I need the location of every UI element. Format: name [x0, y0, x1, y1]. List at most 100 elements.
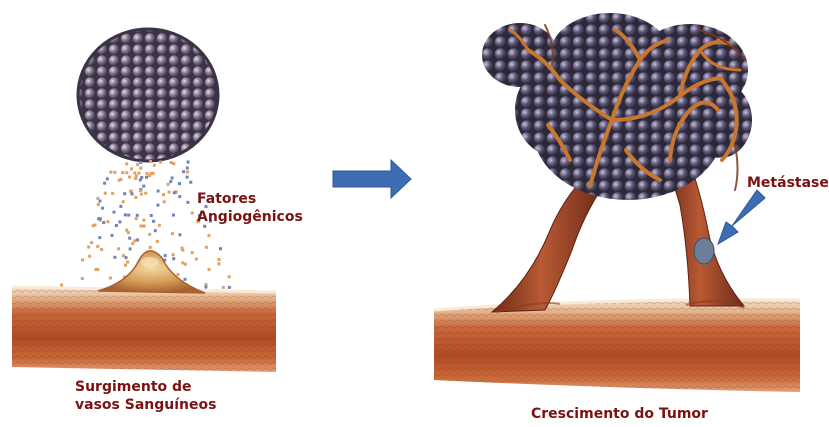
metastasis-label: Metástase	[747, 174, 829, 192]
factor-particle	[171, 232, 174, 235]
left-blood-vessel	[12, 287, 276, 372]
factor-particle	[126, 261, 129, 264]
factor-particle	[173, 191, 176, 194]
factor-particle	[184, 263, 187, 266]
diagonal-arrow-icon	[718, 190, 765, 244]
factor-particle	[142, 185, 145, 188]
factor-particle	[219, 247, 222, 250]
factor-particle	[125, 162, 128, 165]
factor-particle	[178, 233, 181, 236]
factor-particle	[118, 179, 121, 182]
factor-particle	[109, 171, 112, 174]
factor-particle	[182, 170, 185, 173]
factor-particle	[207, 234, 210, 237]
factor-particle	[142, 219, 145, 222]
factor-particle	[81, 258, 84, 261]
factor-particle	[189, 181, 192, 184]
factor-particle	[159, 161, 162, 164]
factor-particle	[134, 177, 137, 180]
factor-particle	[104, 192, 107, 195]
factor-particle	[177, 273, 180, 276]
factor-particle	[187, 161, 190, 164]
factor-particle	[111, 192, 114, 195]
factor-particle	[181, 247, 184, 250]
factor-particle	[121, 171, 124, 174]
factor-particle	[139, 161, 142, 164]
factor-particle	[106, 220, 109, 223]
factor-particle	[169, 180, 172, 183]
factor-particle	[217, 262, 220, 265]
factor-particle	[127, 214, 130, 217]
factor-particle	[125, 229, 128, 232]
factor-particle	[90, 241, 93, 244]
factor-particle	[113, 171, 116, 174]
factor-particle	[97, 217, 100, 220]
factor-particle	[143, 225, 146, 228]
factor-particle	[153, 164, 156, 167]
factor-particle	[146, 172, 149, 175]
factor-particle	[134, 196, 137, 199]
factor-particle	[122, 200, 125, 203]
factor-particle	[178, 182, 181, 185]
factor-particle	[168, 191, 171, 194]
factor-particle	[222, 286, 225, 289]
factor-particle	[98, 236, 101, 239]
factor-particle	[204, 286, 207, 289]
factor-particle	[137, 172, 140, 175]
right-arrow-icon	[333, 160, 411, 198]
factor-particle	[195, 258, 198, 261]
factor-particle	[96, 245, 99, 248]
factor-particle	[228, 275, 231, 278]
factor-particle	[191, 251, 194, 254]
factor-particle	[136, 214, 139, 217]
factor-particle	[129, 247, 132, 250]
factor-particle	[186, 201, 189, 204]
factor-particle	[140, 193, 143, 196]
factor-particle	[218, 258, 221, 261]
factor-particle	[228, 286, 231, 289]
small-tumor-cluster	[78, 29, 218, 161]
factor-particle	[171, 177, 174, 180]
factor-particle	[87, 246, 90, 249]
factor-particle	[145, 176, 148, 179]
factor-particle	[172, 214, 175, 217]
factor-particle	[186, 167, 189, 170]
factor-particle	[133, 172, 136, 175]
factor-particle	[163, 200, 166, 203]
factor-particle	[140, 225, 143, 228]
factor-particle	[186, 170, 189, 173]
factor-particle	[106, 177, 109, 180]
factor-particle	[172, 257, 175, 260]
factor-particle	[102, 221, 105, 224]
factor-particle	[135, 217, 138, 220]
factor-particle	[101, 207, 104, 210]
factor-particle	[152, 220, 155, 223]
factor-particle	[96, 197, 99, 200]
factor-particle	[117, 247, 120, 250]
factor-particle	[170, 161, 173, 164]
vessel-emergence-line1: Surgimento de	[75, 378, 216, 396]
factor-particle	[144, 192, 147, 195]
factor-particle	[205, 283, 208, 286]
factor-particle	[162, 193, 165, 196]
angiogenic-factors-line2: Angiogênicos	[197, 208, 303, 226]
factor-particle	[103, 182, 106, 185]
factor-particle	[148, 233, 151, 236]
factor-particle	[136, 163, 139, 166]
factor-particle	[191, 212, 194, 215]
factor-particle	[167, 183, 170, 186]
factor-particle	[125, 171, 128, 174]
factor-particle	[124, 213, 127, 216]
factor-particle	[139, 167, 142, 170]
factor-particle	[109, 277, 112, 280]
factor-particle	[130, 190, 133, 193]
angiogenic-factors-label: Fatores Angiogênicos	[197, 190, 303, 226]
factor-particle	[113, 256, 116, 259]
factor-particle	[81, 277, 84, 280]
factor-particle	[156, 204, 159, 207]
factor-particle	[88, 255, 91, 258]
factor-particle	[119, 205, 122, 208]
factor-particle	[136, 238, 139, 241]
factor-particle	[122, 254, 125, 257]
